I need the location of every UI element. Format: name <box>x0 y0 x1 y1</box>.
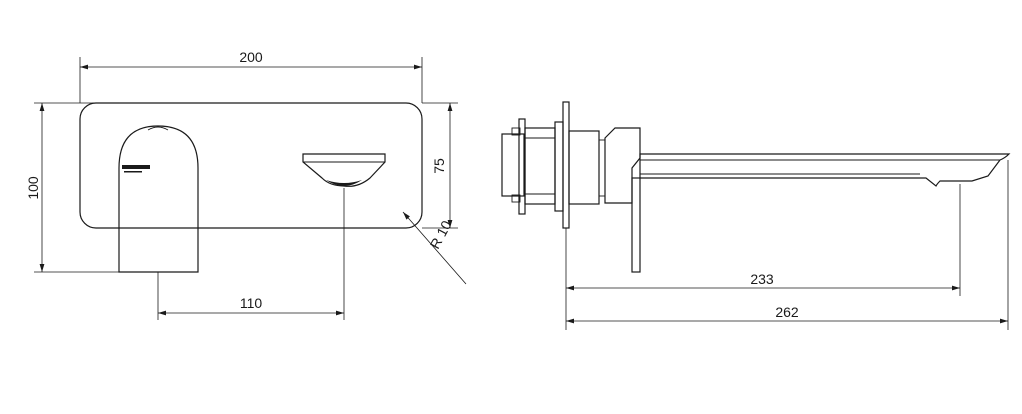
mixer-lever-top-edge <box>147 126 169 131</box>
dimension-label-233: 233 <box>750 271 774 287</box>
mixer-body-side <box>568 130 600 205</box>
front-view <box>79 102 423 273</box>
wall-plate-side <box>562 101 570 229</box>
front-dimensions: 200 100 75 R 10 110 <box>25 49 467 320</box>
side-dimensions: 233 262 <box>565 160 1009 330</box>
dimension-label-100: 100 <box>25 176 41 200</box>
dimension-label-200: 200 <box>239 49 263 65</box>
valve-flange-right <box>554 121 564 212</box>
valve-cartridge <box>501 133 525 197</box>
lever-side-profile <box>604 127 641 204</box>
dimension-label-75: 75 <box>431 158 447 174</box>
spout-side <box>639 153 1011 187</box>
valve-body <box>524 127 556 205</box>
spout-outlet <box>302 153 386 187</box>
dimension-label-radius: R 10 <box>427 218 455 252</box>
brand-mark <box>122 165 150 169</box>
dimension-label-110: 110 <box>240 295 263 311</box>
backplate-outline <box>79 102 423 229</box>
radius-leader <box>402 211 467 285</box>
mixer-lever-body <box>118 125 199 273</box>
brand-mark-underline <box>124 171 142 173</box>
dimension-label-262: 262 <box>775 304 799 320</box>
aerator-icon <box>326 180 362 186</box>
trim-plate-side <box>631 177 641 273</box>
side-view <box>501 101 1011 273</box>
